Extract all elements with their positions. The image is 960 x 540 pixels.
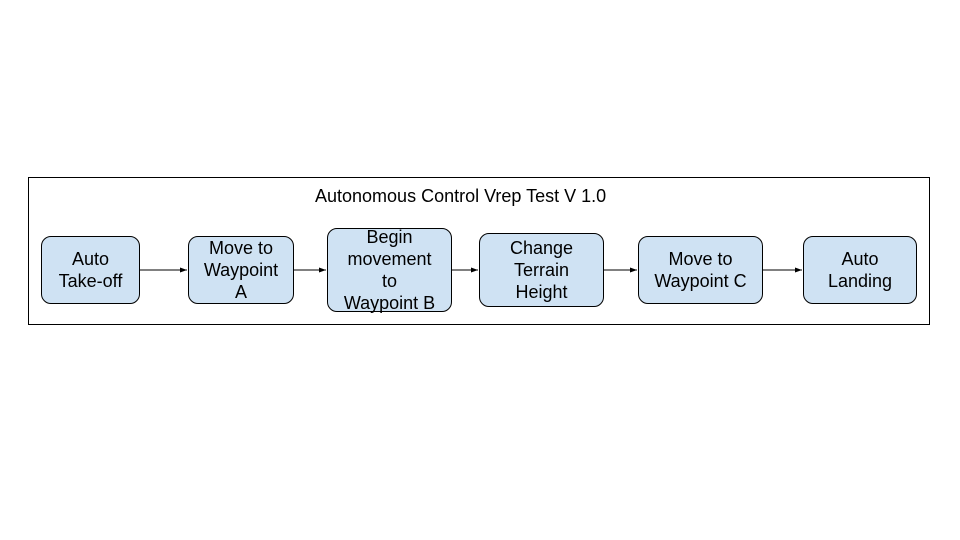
step-change-terrain-height: Change Terrain Height [479,233,604,307]
step-move-to-waypoint-c: Move to Waypoint C [638,236,763,304]
step-auto-landing: Auto Landing [803,236,917,304]
diagram-frame [28,177,930,325]
step-move-to-waypoint-a: Move to Waypoint A [188,236,294,304]
diagram-title: Autonomous Control Vrep Test V 1.0 [315,186,607,206]
step-begin-movement-to-waypoint-b: Begin movement to Waypoint B [327,227,452,313]
step-auto-takeoff: Auto Take-off [41,236,140,304]
